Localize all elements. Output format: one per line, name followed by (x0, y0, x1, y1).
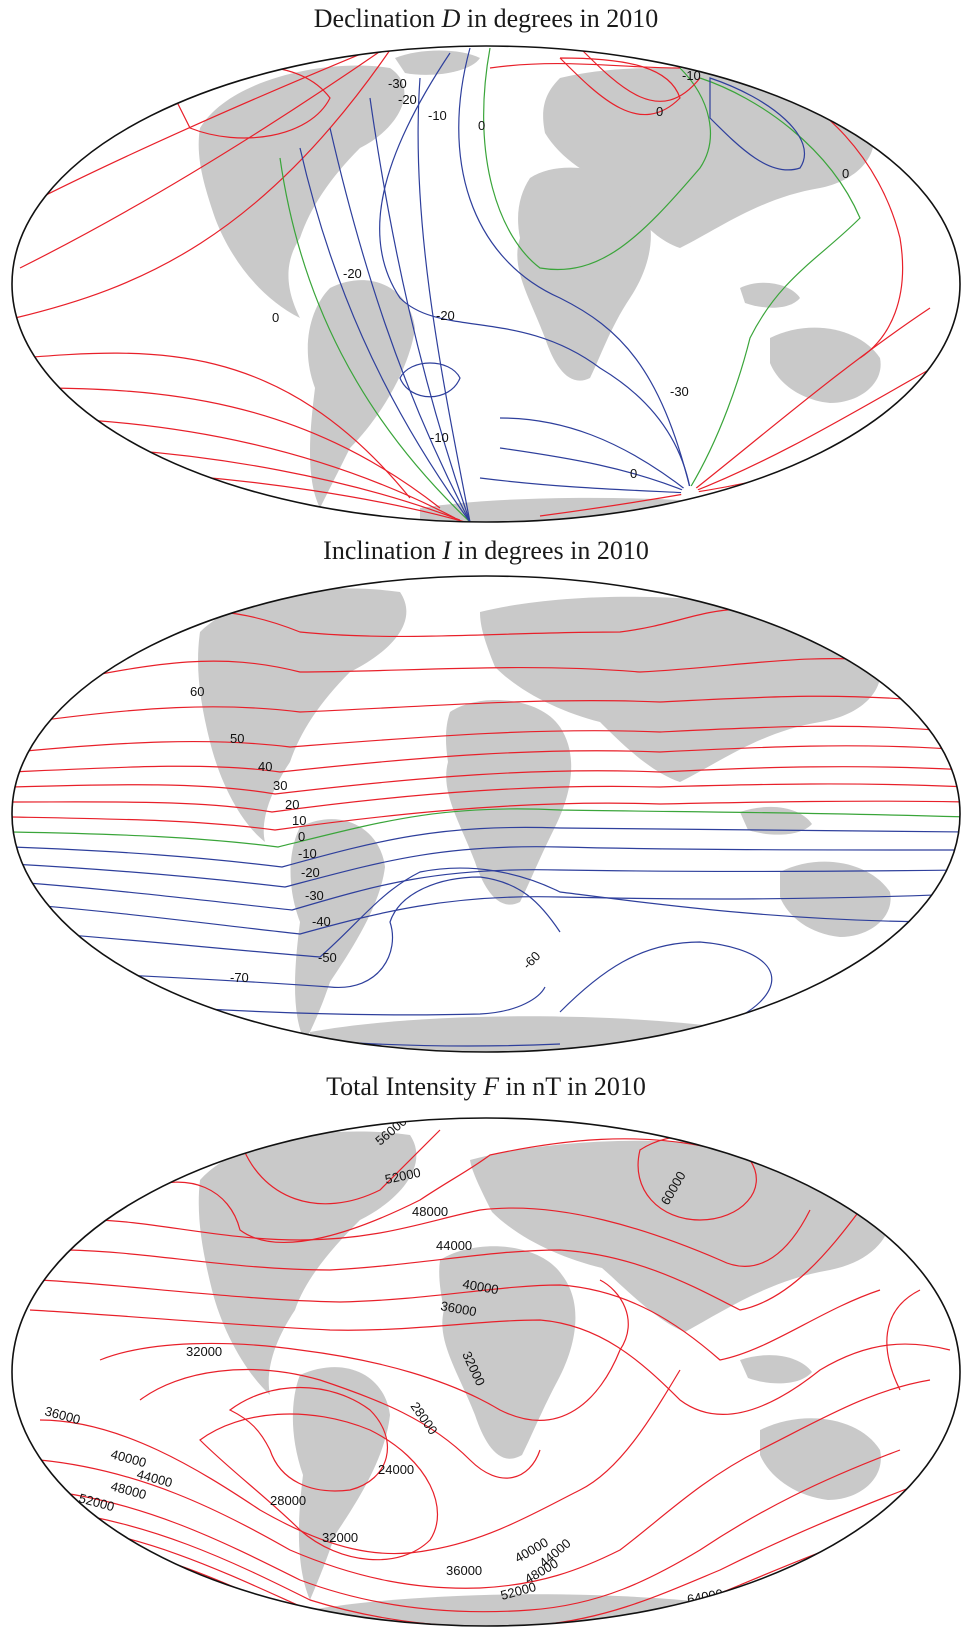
declination-title: Declination D in degrees in 2010 (313, 4, 659, 33)
contour-label: -10 (430, 430, 449, 445)
contour-label: 36000 (446, 1563, 482, 1578)
inclination-contour-labels: 60 50 40 30 20 10 0 -10 -20 -30 -40 -50 … (190, 684, 543, 985)
contour-label: -20 (436, 308, 455, 323)
contour-label: -10 (682, 68, 701, 83)
contour-label: 36000 (439, 1298, 477, 1319)
intensity-variable: F (483, 1072, 500, 1101)
intensity-title: Total Intensity F in nT in 2010 (326, 1072, 646, 1101)
contour-label: 0 (630, 466, 637, 481)
contour-label: 0 (272, 310, 279, 325)
contour-label: -20 (398, 92, 417, 107)
contour-label: -10 (428, 108, 447, 123)
contour-label: -20 (301, 865, 320, 880)
map-frame (11, 575, 961, 1053)
intensity-map: 56000 52000 48000 44000 40000 36000 3200… (11, 1117, 961, 1627)
contour-label: 0 (478, 118, 485, 133)
contour-label: 32000 (322, 1530, 358, 1545)
contour-label: 40 (258, 759, 272, 774)
intensity-panel: Total Intensity F in nT in 2010 (0, 1070, 972, 1647)
contour-label: 24000 (378, 1462, 414, 1477)
declination-contours (14, 46, 960, 522)
contour-label: -30 (388, 76, 407, 91)
contour-label: 20 (285, 797, 299, 812)
inclination-panel: Inclination I in degrees in 2010 (0, 534, 972, 1064)
north-magnetic-pole (392, 46, 412, 54)
contour-label: 44000 (436, 1238, 472, 1253)
contour-label: -20 (343, 266, 362, 281)
map-frame (11, 45, 961, 523)
declination-panel: Declination D in degrees in 2010 (0, 0, 972, 530)
contour-label: -30 (305, 888, 324, 903)
contour-label: 0 (842, 166, 849, 181)
contour-label: -10 (298, 846, 317, 861)
contour-label: -70 (230, 970, 249, 985)
inclination-map: 60 50 40 30 20 10 0 -10 -20 -30 -40 -50 … (11, 575, 961, 1053)
contour-label: 0 (298, 829, 305, 844)
contour-label: 50 (230, 731, 244, 746)
land-masses (198, 1131, 891, 1626)
inclination-title: Inclination I in degrees in 2010 (323, 536, 649, 565)
map-frame (11, 1117, 961, 1627)
contour-label: 28000 (270, 1493, 306, 1508)
inclination-variable: I (442, 536, 451, 565)
contour-label: 52000 (384, 1165, 422, 1187)
contour-label: 48000 (412, 1204, 448, 1219)
contour-label: -30 (670, 384, 689, 399)
contour-label: 0 (656, 104, 663, 119)
land-masses (198, 588, 891, 1052)
land-masses (198, 50, 881, 522)
contour-label: 30 (273, 778, 287, 793)
contour-label: -50 (318, 950, 337, 965)
contour-label: 60 (190, 684, 204, 699)
declination-map: 10 -30 -20 -10 0 0 -10 0 -20 -20 0 -30 -… (11, 45, 961, 523)
contour-label: 10 (292, 813, 306, 828)
contour-label: -40 (312, 914, 331, 929)
contour-label: 32000 (186, 1344, 222, 1359)
contour-label: 40000 (461, 1276, 499, 1297)
declination-variable: D (441, 4, 461, 33)
south-magnetic-pole (681, 486, 699, 500)
